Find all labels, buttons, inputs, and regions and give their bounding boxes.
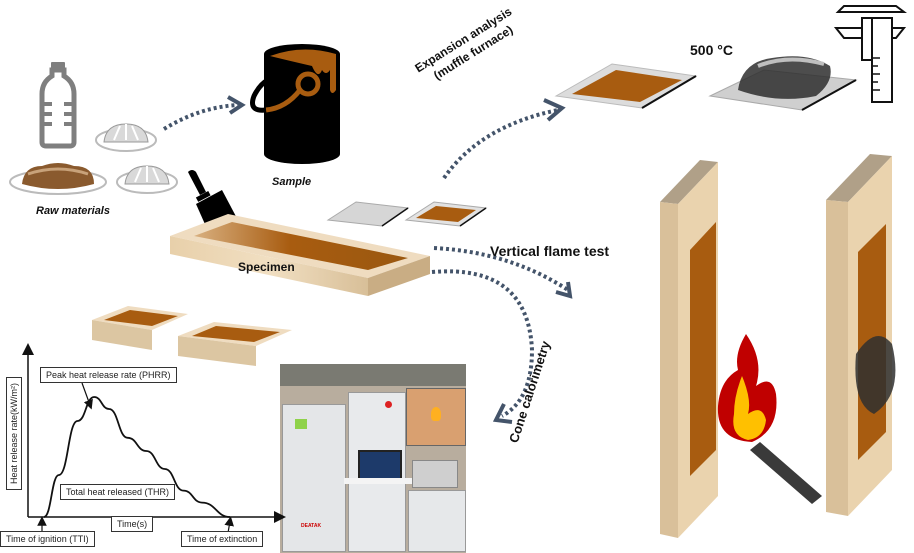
emergency-stop-button xyxy=(385,401,392,408)
sample-label: Sample xyxy=(272,176,312,188)
laptop xyxy=(358,450,402,480)
raw-materials-label: Raw materials xyxy=(36,205,110,217)
analyzer-brand: DEATAK xyxy=(301,523,322,529)
y-axis-label: Heat release rate(kW/m²) xyxy=(6,376,22,490)
phrr-annotation: Peak heat release rate (PHRR) xyxy=(40,367,177,383)
cone-specimen-trays xyxy=(92,306,292,366)
thr-annotation: Total heat released (THR) xyxy=(60,484,176,500)
temperature-label: 500 °C xyxy=(690,42,733,58)
hrr-curve xyxy=(43,396,231,518)
plastic-bottle-icon xyxy=(39,62,77,149)
coated-plate-before xyxy=(554,63,698,109)
specimen-label: Specimen xyxy=(238,260,295,274)
flow-arrow-to-cone-calorimetry xyxy=(431,269,535,424)
bare-metal-plate xyxy=(326,201,410,227)
cone-calorimeter-photo: DEATAK xyxy=(280,364,466,553)
paint-can-icon xyxy=(250,44,340,164)
flow-arrow-raw-to-sample xyxy=(162,95,246,131)
match-stick-icon xyxy=(750,442,822,504)
load-cell-unit xyxy=(412,460,458,488)
phrr-pointer-arrow xyxy=(81,382,93,410)
expanded-char-plate xyxy=(708,56,858,111)
vertical-flame-label: Vertical flame test xyxy=(490,243,610,259)
lab-ceiling xyxy=(280,364,466,386)
base-cabinet xyxy=(408,490,466,552)
x-axis-label: Time(s) xyxy=(111,516,154,532)
laptop-table xyxy=(344,478,412,484)
flow-arrow-to-vertical-flame xyxy=(433,246,573,299)
white-material-plate-icon xyxy=(116,165,178,194)
expansion-analysis-label: Expansion analysis (muffle furnace) xyxy=(400,4,523,98)
vertical-panel-burning xyxy=(660,160,718,538)
brown-material-plate-icon xyxy=(9,163,107,195)
combustion-chamber xyxy=(406,388,466,446)
caliper-icon xyxy=(833,5,907,103)
gas-analyzer-cabinet: DEATAK xyxy=(282,404,346,552)
photo-flame xyxy=(431,407,441,421)
flame-icon xyxy=(717,334,777,442)
coated-metal-plate xyxy=(404,201,488,227)
white-material-plate-icon xyxy=(95,123,157,152)
specimen-plank xyxy=(170,214,430,296)
tti-annotation: Time of ignition (TTI) xyxy=(0,531,95,547)
flow-arrow-to-expansion xyxy=(442,98,566,180)
analyzer-screen xyxy=(295,419,307,429)
vertical-panel-charred xyxy=(826,154,896,516)
extinction-annotation: Time of extinction xyxy=(181,531,264,547)
